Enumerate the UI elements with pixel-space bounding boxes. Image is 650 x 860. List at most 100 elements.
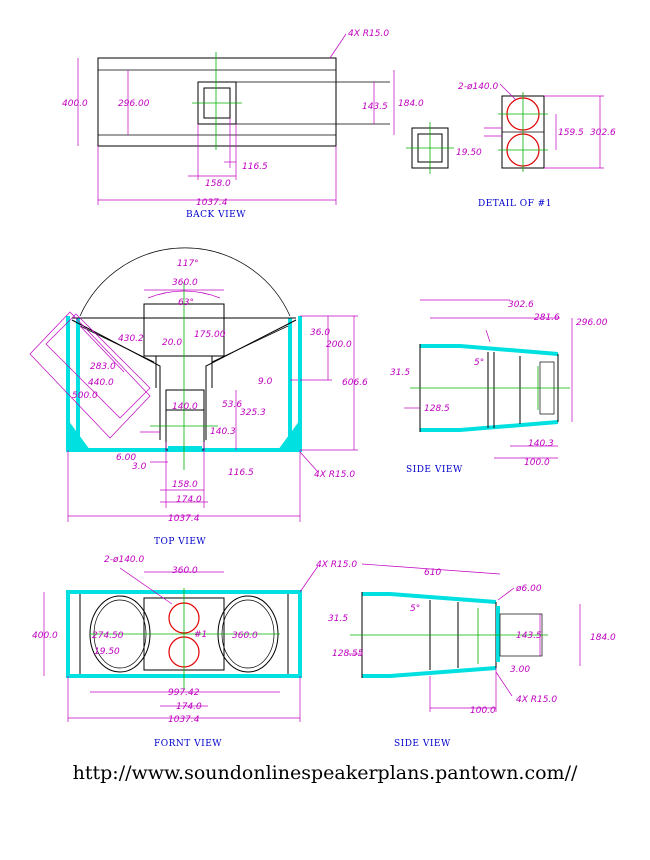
top-dim-325: 325.3	[240, 408, 266, 418]
top-view-title: TOP VIEW	[154, 537, 206, 547]
top-dim-116: 116.5	[228, 468, 254, 478]
top-dim-1037: 1037.4	[168, 514, 200, 524]
top-dim-175: 175.00	[194, 330, 226, 340]
top-dim-440-box	[45, 313, 151, 419]
side2-dim-31: 31.5	[328, 614, 348, 624]
side2-dim-4x-r15: 4X R15.0	[516, 695, 557, 705]
detail-dim-302: 302.6	[590, 128, 616, 138]
side1-bottom-wall	[420, 420, 559, 432]
front-leader-r15	[299, 565, 319, 593]
top-dim-20: 20.0	[162, 338, 182, 348]
top-port-exit	[168, 446, 202, 452]
source-url: http://www.soundonlinespeakerplans.panto…	[72, 762, 578, 784]
back-dim-184: 184.0	[398, 99, 424, 109]
back-dim-400: 400.0	[62, 99, 88, 109]
side1-dim-302: 302.6	[508, 300, 534, 310]
front-view: 2-ø140.0 360.0 4X R15.0 400.0 274.50 #1 …	[32, 555, 357, 749]
front-dim-1037: 1037.4	[168, 715, 200, 725]
side2-dim-128: 128.55	[332, 649, 364, 659]
top-leader-r15	[299, 451, 319, 473]
front-leader-140	[119, 567, 173, 605]
top-dim-63: 63°	[178, 298, 194, 308]
top-dim-200: 200.0	[326, 340, 352, 350]
top-dim-3: 3.0	[132, 462, 147, 472]
detail-leader-140	[499, 83, 517, 101]
side2-dim-143: 143.5	[516, 631, 542, 641]
front-dim-4x-r15: 4X R15.0	[316, 560, 357, 570]
side2-dim-610-line	[361, 563, 501, 575]
side2-dim-6: ø6.00	[515, 584, 542, 594]
side1-dim-296: 296.00	[576, 318, 608, 328]
top-dim-117: 117°	[177, 259, 199, 269]
detail-dim-159: 159.5	[558, 128, 584, 138]
top-dim-440: 440.0	[88, 378, 114, 388]
side-view-upper: 302.6 281.6 296.00 31.5 5° 128.5 140.3 1…	[390, 299, 608, 475]
side1-dim-100: 100.0	[524, 458, 550, 468]
detail-view: 2-ø140.0 159.5 302.6 19.50 DETAIL OF #1	[456, 82, 616, 209]
back-dim-143: 143.5	[362, 102, 388, 112]
back-outer-rect	[97, 57, 337, 147]
front-dim-360b: 360.0	[232, 631, 258, 641]
top-dim-140-3: 140.3	[210, 427, 236, 437]
front-dim-360: 360.0	[172, 566, 198, 576]
side1-dim-128: 128.5	[424, 404, 450, 414]
side2-top-wall	[362, 592, 497, 604]
back-view: 4X R15.0 400.0 296.00 143.5 184.0 116.5 …	[62, 29, 454, 220]
detail-dim-19: 19.50	[456, 148, 482, 158]
top-dim-283: 283.0	[90, 362, 116, 372]
top-port-tube	[165, 409, 205, 451]
top-dim-158: 158.0	[172, 480, 198, 490]
front-dim-174: 174.0	[176, 702, 202, 712]
detail-view-title: DETAIL OF #1	[478, 199, 552, 209]
side1-dim-281: 281.6	[534, 313, 560, 323]
top-dim-4x-r15: 4X R15.0	[314, 470, 355, 480]
side-view-lower: 610 ø6.00 31.5 5° 143.5 184.0 128.55 3.0…	[328, 563, 616, 749]
top-dim-283-line	[79, 325, 125, 373]
top-dim-430: 430.2	[118, 334, 144, 344]
side2-dim-3: 3.00	[510, 665, 530, 675]
top-dim-500-box	[29, 311, 151, 439]
top-left-baffle-inner	[79, 325, 155, 363]
side2-leader-r15	[495, 671, 513, 697]
top-dim-53: 53.6	[222, 400, 242, 410]
top-dim-36: 36.0	[310, 328, 330, 338]
back-dim-4x-r15: 4X R15.0	[348, 29, 389, 39]
front-dim-19: 19.50	[94, 647, 120, 657]
back-leader-r15	[329, 33, 347, 59]
top-right-baffle-inner	[211, 325, 289, 363]
side1-leader-5	[485, 329, 491, 343]
back-dim-158: 158.0	[205, 179, 231, 189]
top-left-baffle	[71, 319, 161, 440]
top-view: 117° 360.0 63° 175.00 430.2 20.0 36.0 20…	[29, 247, 368, 547]
front-view-title: FORNT VIEW	[154, 739, 222, 749]
back-dim-116: 116.5	[242, 162, 268, 172]
top-dim-174: 174.0	[176, 495, 202, 505]
front-dim-400: 400.0	[32, 631, 58, 641]
front-dim-274: 274.50	[92, 631, 124, 641]
front-dim-hash1: #1	[194, 630, 207, 640]
side1-top-wall	[420, 344, 559, 356]
top-arc-117	[79, 247, 291, 317]
top-right-baffle	[205, 319, 297, 440]
top-left-brace	[68, 420, 90, 450]
top-right-brace	[278, 420, 300, 450]
side2-dim-610: 610	[424, 568, 441, 578]
top-dim-360: 360.0	[172, 278, 198, 288]
top-dim-606: 606.6	[342, 378, 368, 388]
side1-dim-31: 31.5	[390, 368, 410, 378]
side2-bottom-wall	[362, 666, 497, 678]
top-dim-500: 500.0	[72, 391, 98, 401]
side2-dim-184: 184.0	[590, 633, 616, 643]
side2-leader-6	[497, 587, 515, 601]
back-dim-1037: 1037.4	[196, 198, 228, 208]
top-dim-6: 6.00	[116, 453, 136, 463]
back-dim-296: 296.00	[118, 99, 150, 109]
side1-dim-140: 140.3	[528, 439, 554, 449]
front-dim-2x140: 2-ø140.0	[104, 555, 145, 565]
detail-dim-2x140: 2-ø140.0	[458, 82, 499, 92]
top-dim-140: 140.0	[172, 402, 198, 412]
side1-view-title: SIDE VIEW	[406, 465, 463, 475]
back-view-title: BACK VIEW	[186, 210, 246, 220]
